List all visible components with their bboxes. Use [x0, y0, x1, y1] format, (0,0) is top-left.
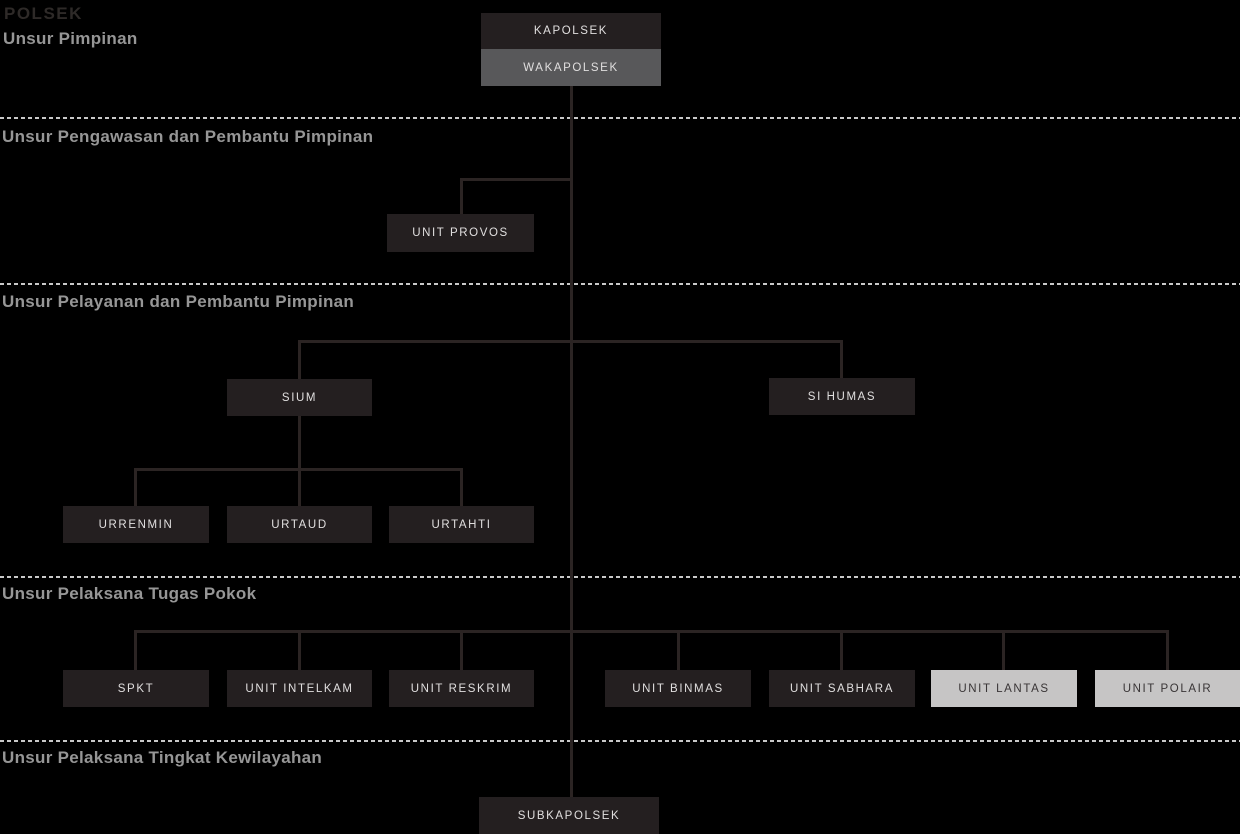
connector-polair-drop [1166, 630, 1169, 670]
chart-title: POLSEK [4, 4, 83, 23]
connector-urtahti-drop [460, 468, 463, 506]
node-subkapolsek: SUBKAPOLSEK [479, 797, 659, 834]
node-urtahti: URTAHTI [389, 506, 534, 543]
node-unit-polair: UNIT POLAIR [1095, 670, 1240, 707]
connector-intelkam-drop [298, 630, 301, 670]
node-sium: SIUM [227, 379, 372, 416]
connector-tugas-horizontal [134, 630, 1169, 633]
node-unit-reskrim: UNIT RESKRIM [389, 670, 534, 707]
connector-reskrim-drop [460, 630, 463, 670]
connector-row3-horizontal [298, 340, 843, 343]
node-unit-provos: UNIT PROVOS [387, 214, 534, 252]
node-unit-sabhara: UNIT SABHARA [769, 670, 915, 707]
node-unit-intelkam: UNIT INTELKAM [227, 670, 372, 707]
connector-lantas-drop [1002, 630, 1005, 670]
connector-spkt-drop [134, 630, 137, 670]
section-label-kewilayahan: Unsur Pelaksana Tingkat Kewilayahan [2, 748, 323, 767]
connector-sium-drop [298, 340, 301, 379]
connector-sihumas-drop [840, 340, 843, 378]
section-divider-1 [0, 117, 1240, 119]
connector-provos-drop [460, 178, 463, 214]
node-unit-lantas: UNIT LANTAS [931, 670, 1077, 707]
section-label-tugas-pokok: Unsur Pelaksana Tugas Pokok [2, 584, 257, 603]
node-wakapolsek: WAKAPOLSEK [481, 49, 661, 86]
node-spkt: SPKT [63, 670, 209, 707]
section-divider-4 [0, 740, 1240, 742]
node-unit-binmas: UNIT BINMAS [605, 670, 751, 707]
node-urrenmin: URRENMIN [63, 506, 209, 543]
node-kapolsek: KAPOLSEK [481, 13, 661, 49]
section-divider-3 [0, 576, 1240, 578]
node-si-humas: SI HUMAS [769, 378, 915, 415]
node-urtaud: URTAUD [227, 506, 372, 543]
connector-urrenmin-drop [134, 468, 137, 506]
connector-sium-stem [298, 416, 301, 470]
connector-binmas-drop [677, 630, 680, 670]
section-label-pengawasan: Unsur Pengawasan dan Pembantu Pimpinan [2, 127, 374, 146]
section-divider-2 [0, 283, 1240, 285]
connector-main-vertical [570, 86, 573, 797]
section-label-unsur-pimpinan: Unsur Pimpinan [3, 29, 138, 48]
connector-sabhara-drop [840, 630, 843, 670]
section-label-pelayanan: Unsur Pelayanan dan Pembantu Pimpinan [2, 292, 355, 311]
connector-urtaud-drop [298, 468, 301, 506]
connector-provos-horizontal [460, 178, 573, 181]
